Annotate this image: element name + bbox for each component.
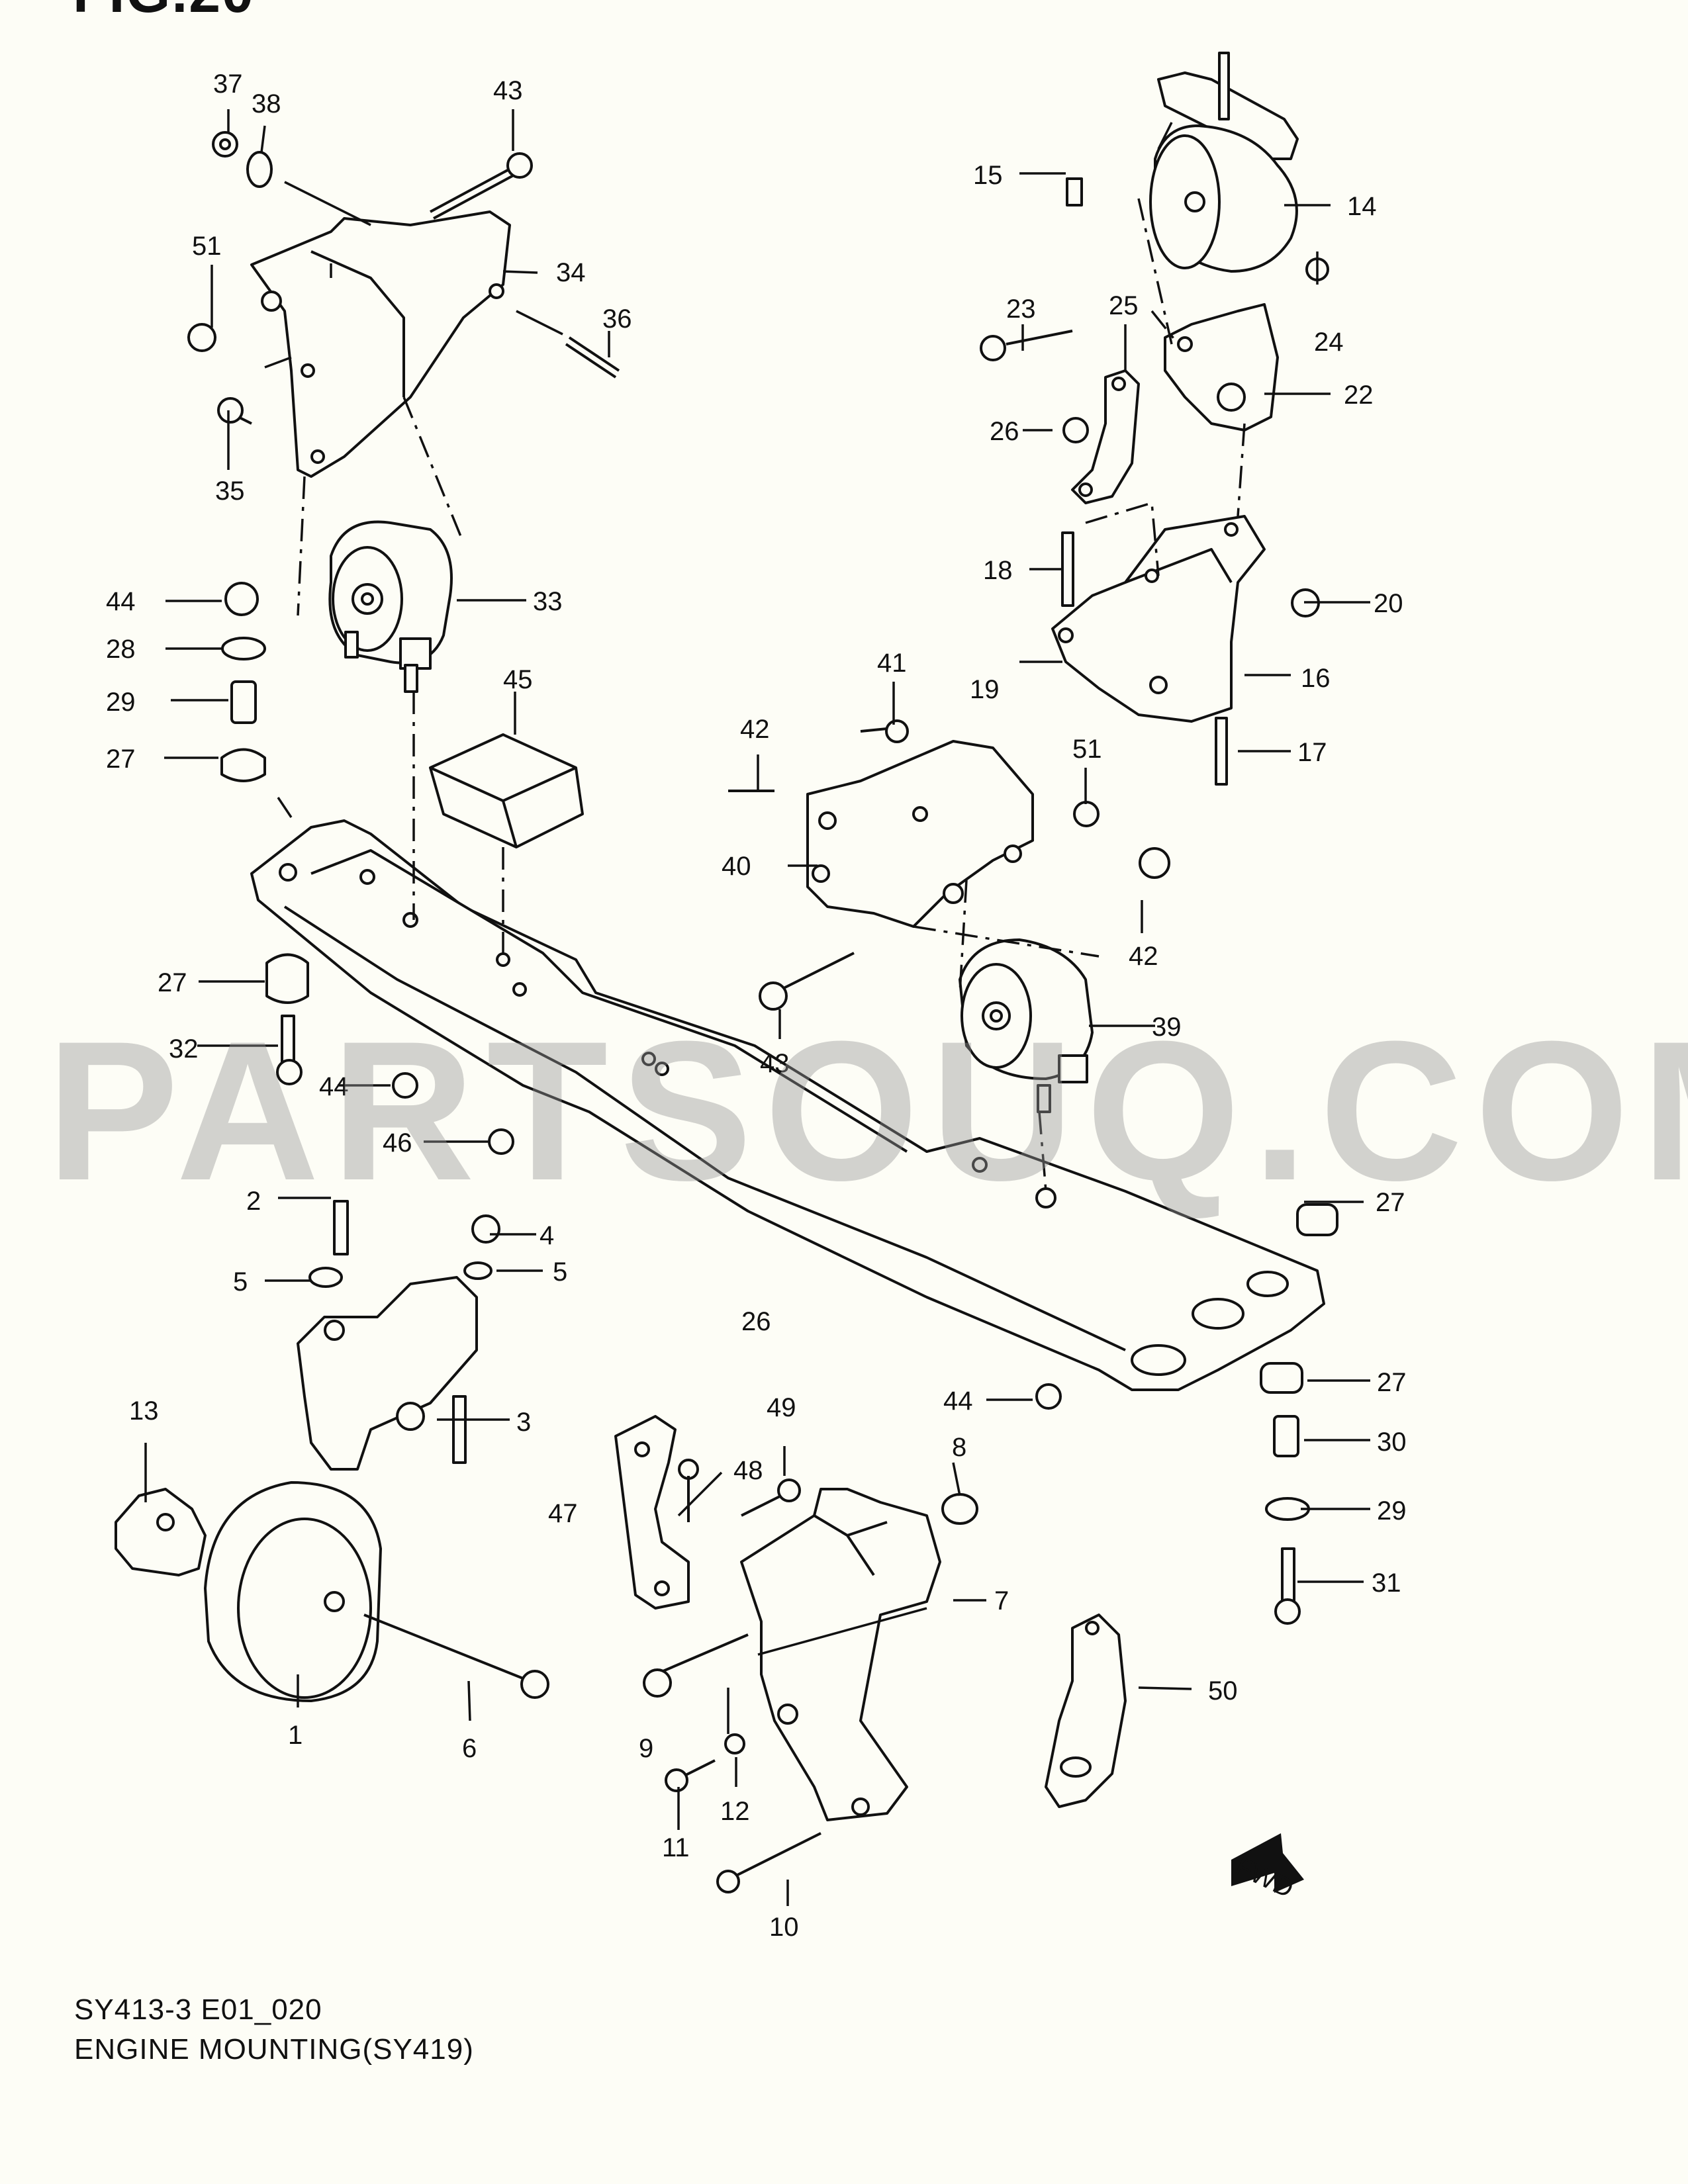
callout-16: 16: [1301, 664, 1331, 693]
callout-45: 45: [503, 665, 533, 694]
callout-37: 38: [252, 89, 281, 118]
bracket-part-50: [1045, 1614, 1127, 1808]
callout-22: 23: [1006, 295, 1036, 324]
callout-17: 17: [1297, 738, 1327, 767]
bracket-part-39: [806, 740, 1034, 928]
callout-6: 6: [462, 1734, 477, 1763]
callout-29: 29: [106, 688, 136, 717]
callout-labels: 37 38 43 51 34 36 35 33 44 28 29 27 45 2…: [106, 69, 1407, 1942]
callout-8: 8: [952, 1433, 966, 1462]
callout-51: 51: [192, 232, 222, 261]
callout-44: 44: [106, 587, 136, 616]
diagram-code: SY413-3 E01_020: [74, 1993, 322, 2026]
bracket-part-7: [740, 1488, 941, 1821]
callout-31: 32: [169, 1034, 199, 1064]
callout-32: 33: [533, 587, 563, 616]
callout-12: 12: [720, 1797, 750, 1826]
bracket-part-24: [1071, 369, 1140, 504]
pad-part-45: [429, 733, 584, 848]
forward-arrow-icon: FWD: [1231, 1833, 1304, 1903]
callout-33: 34: [556, 258, 586, 287]
engine-mount-part-14: [1149, 52, 1299, 273]
callout-30: 31: [1372, 1569, 1401, 1598]
figure-title: FIG.20: [73, 0, 255, 26]
callout-23: 24: [1314, 328, 1344, 357]
callout-5: 5: [233, 1267, 248, 1297]
callout-10: 10: [769, 1913, 799, 1942]
callout-4: 4: [539, 1221, 554, 1250]
callout-1: 1: [288, 1721, 303, 1750]
bracket-part-21: [1164, 303, 1279, 432]
hardware-items: [187, 131, 1338, 1893]
callout-19: 19: [970, 675, 1000, 704]
watermark: PARTSOUQ.COM: [46, 999, 1688, 1222]
callout-28: 28: [106, 635, 136, 664]
callout-7: 7: [994, 1586, 1009, 1615]
callout-14: 14: [1347, 192, 1377, 221]
callout-38: 39: [1152, 1013, 1182, 1042]
bracket-part-33: [250, 210, 511, 478]
callout-5b: 5: [553, 1257, 567, 1287]
callout-43b: 43: [760, 1049, 790, 1078]
callout-15: 15: [973, 161, 1003, 190]
leader-lines: [144, 109, 1370, 1906]
callout-29b: 30: [1377, 1428, 1407, 1457]
callout-26: 26: [741, 1307, 771, 1336]
callout-21: 22: [1344, 381, 1374, 410]
callout-50: 50: [1208, 1676, 1238, 1706]
engine-mount-part-38: [959, 938, 1094, 1113]
callout-48: 48: [733, 1456, 763, 1485]
callout-27b: 27: [158, 968, 187, 997]
callout-41: 42: [740, 715, 770, 744]
callout-42: 42: [1129, 942, 1158, 971]
callout-49: 49: [767, 1393, 796, 1422]
callout-3: 3: [516, 1408, 531, 1437]
bracket-part-47: [614, 1415, 690, 1610]
bracket-part-16: [1051, 515, 1266, 723]
callout-44b: 44: [319, 1072, 349, 1101]
callout-18: 18: [983, 556, 1013, 585]
callout-20: 20: [1374, 589, 1403, 618]
callout-9: 9: [639, 1734, 653, 1763]
callout-27: 27: [106, 745, 136, 774]
callout-39: 40: [722, 852, 751, 881]
callout-46: 46: [383, 1128, 412, 1158]
diagram-title: ENGINE MOUNTING(SY419): [74, 2033, 474, 2066]
callout-13: 13: [129, 1396, 159, 1426]
callout-28b: 29: [1377, 1496, 1407, 1525]
engine-mount-part-32: [328, 520, 453, 693]
callout-25: 26: [990, 417, 1019, 446]
callout-36: 37: [213, 69, 243, 99]
callout-44c: 44: [943, 1387, 973, 1416]
callout-34: 35: [215, 477, 245, 506]
callout-2: 2: [246, 1187, 261, 1216]
callout-11: 11: [662, 1833, 690, 1862]
callout-51b: 51: [1072, 735, 1102, 764]
callout-27c: 27: [1376, 1188, 1405, 1217]
alignment-lines: [297, 198, 1246, 1192]
callout-47: 47: [548, 1499, 578, 1528]
callout-24: 25: [1109, 291, 1139, 320]
crossmember-part-26: [250, 819, 1325, 1391]
engine-mount-part-1: [115, 1276, 478, 1702]
callout-40: 41: [877, 649, 907, 678]
callout-43: 43: [493, 76, 523, 105]
callout-27d: 27: [1377, 1368, 1407, 1397]
callout-35: 36: [602, 304, 632, 334]
